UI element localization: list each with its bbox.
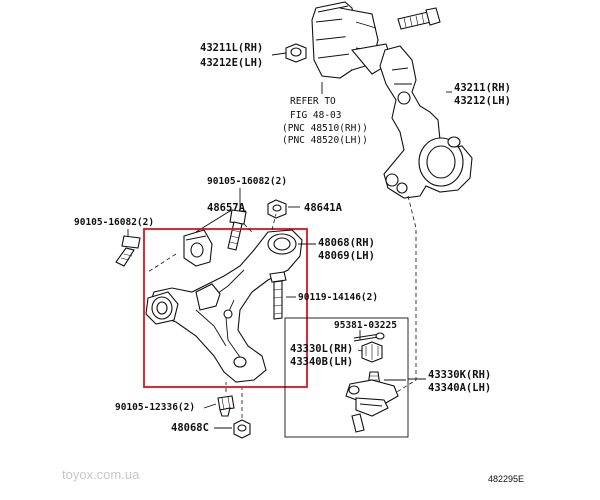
label-43330k: 43330K(RH) xyxy=(428,369,491,381)
watermark-text: toyox.com.ua xyxy=(62,467,140,482)
label-90105-12336: 90105-12336(2) xyxy=(115,402,195,413)
bolt-90119 xyxy=(269,271,287,320)
pnc-rh-text: (PNC 48510(RH)) xyxy=(282,123,368,134)
pnc-lh-text: (PNC 48520(LH)) xyxy=(282,135,368,146)
label-43211l: 43211L(RH) xyxy=(200,42,263,54)
ball-joint xyxy=(345,371,399,433)
bolt-upper xyxy=(227,209,247,251)
nut-48641a xyxy=(267,199,287,219)
label-48069: 48069(LH) xyxy=(318,250,375,262)
nut-48068c xyxy=(233,419,251,439)
diagram-code: 482295E xyxy=(488,474,524,484)
strut-nut xyxy=(285,43,307,63)
label-43340b: 43340B(LH) xyxy=(290,356,353,368)
label-95381: 95381-03225 xyxy=(334,320,397,331)
label-90119: 90119-14146(2) xyxy=(298,292,378,303)
label-48068: 48068(RH) xyxy=(318,237,375,249)
highlight-box xyxy=(143,228,308,388)
steering-knuckle xyxy=(379,45,473,199)
label-bolt-90105-b: 90105-16082(2) xyxy=(74,217,154,228)
label-48641a: 48641A xyxy=(304,202,343,214)
top-bolt xyxy=(397,7,441,30)
label-43211: 43211(RH) xyxy=(454,82,511,94)
label-43212: 43212(LH) xyxy=(454,95,511,107)
bolt-left xyxy=(115,235,141,267)
cotter-pin xyxy=(353,332,385,342)
refer-to-text: REFER TO xyxy=(290,96,336,107)
bolt-90105-12336 xyxy=(217,395,235,417)
label-bolt-90105-a: 90105-16082(2) xyxy=(207,176,287,187)
label-43330l: 43330L(RH) xyxy=(290,343,353,355)
label-43340a: 43340A(LH) xyxy=(428,382,491,394)
label-48068c: 48068C xyxy=(171,422,209,434)
ball-joint-box xyxy=(284,317,409,438)
bushing-bracket-48657a xyxy=(183,229,213,267)
lower-control-arm xyxy=(145,229,303,383)
label-43212e: 43212E(LH) xyxy=(200,57,263,69)
fig-ref-text: FIG 48-03 xyxy=(290,110,341,121)
castle-nut xyxy=(361,341,383,363)
